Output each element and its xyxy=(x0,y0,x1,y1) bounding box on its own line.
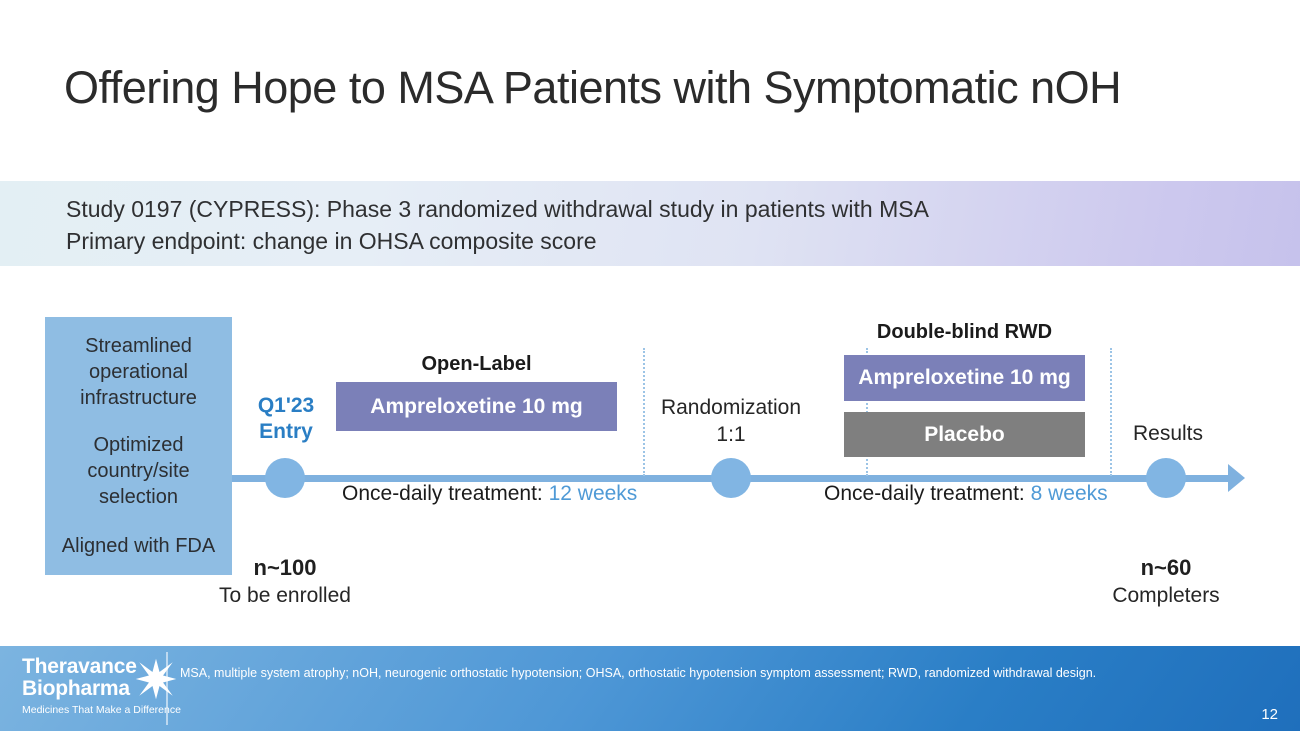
page-number: 12 xyxy=(1261,706,1278,723)
logo-tagline: Medicines That Make a Difference xyxy=(22,704,181,716)
open-label-treatment-bar: Ampreloxetine 10 mg xyxy=(336,382,617,431)
timeline-node-results xyxy=(1146,458,1186,498)
rwd-duration-value: 8 weeks xyxy=(1030,482,1108,505)
subtitle-band: Study 0197 (CYPRESS): Phase 3 randomized… xyxy=(0,181,1300,266)
highlight-streamlined-infrastructure: Streamlined operational infrastructure xyxy=(80,335,197,409)
timeline-node-entry xyxy=(265,458,305,498)
entry-label: Q1'23 Entry xyxy=(240,393,332,445)
logo-line-1: Theravance xyxy=(22,655,137,678)
rwd-duration-prefix: Once-daily treatment: xyxy=(824,482,1031,505)
timeline-node-randomization xyxy=(711,458,751,498)
randomization-label-title: Randomization xyxy=(660,396,802,419)
open-label-duration-text: Once-daily treatment: 12 weeks xyxy=(342,482,637,506)
study-design-diagram: Streamlined operational infrastructure O… xyxy=(0,266,1300,646)
logo-line-2: Biopharma xyxy=(22,677,130,700)
page-title: Offering Hope to MSA Patients with Sympt… xyxy=(64,62,1122,113)
subtitle-line-1: Study 0197 (CYPRESS): Phase 3 randomized… xyxy=(66,196,929,222)
completers-count-block: n~60 Completers xyxy=(1088,554,1244,610)
randomization-ratio: 1:1 xyxy=(716,423,746,446)
highlight-optimized-site-selection: Optimized country/site selection xyxy=(87,434,190,508)
starburst-icon xyxy=(135,658,177,700)
phase-divider-randomization-start xyxy=(643,348,645,476)
completers-count-number: n~60 xyxy=(1140,555,1192,580)
rwd-ampreloxetine-bar: Ampreloxetine 10 mg xyxy=(844,355,1085,401)
enrollment-count-block: n~100 To be enrolled xyxy=(207,554,363,610)
rwd-phase-header: Double-blind RWD xyxy=(876,321,1053,343)
slide-footer: Theravance Biopharma Medicines That Make… xyxy=(0,646,1300,731)
randomization-label: Randomization 1:1 xyxy=(651,394,811,448)
highlight-aligned-with-fda: Aligned with FDA xyxy=(61,535,216,557)
rwd-placebo-bar: Placebo xyxy=(844,412,1085,457)
subtitle-line-2: Primary endpoint: change in OHSA composi… xyxy=(66,228,597,254)
enrollment-count-number: n~100 xyxy=(253,555,317,580)
open-label-phase-header: Open-Label xyxy=(421,353,532,375)
entry-label-word: Entry xyxy=(259,420,313,443)
enrollment-count-caption: To be enrolled xyxy=(219,584,351,607)
rwd-duration-text: Once-daily treatment: 8 weeks xyxy=(824,482,1108,506)
footer-divider xyxy=(166,652,168,725)
timeline-arrow-icon xyxy=(1228,464,1245,492)
entry-label-quarter: Q1'23 xyxy=(257,394,315,417)
open-label-duration-prefix: Once-daily treatment: xyxy=(342,482,549,505)
completers-count-caption: Completers xyxy=(1112,584,1220,607)
footnote-abbreviations: MSA, multiple system atrophy; nOH, neuro… xyxy=(180,666,1097,680)
results-label: Results xyxy=(1132,422,1204,445)
theravance-logo: Theravance Biopharma Medicines That Make… xyxy=(22,655,181,717)
phase-divider-rwd-end xyxy=(1110,348,1112,476)
open-label-duration-value: 12 weeks xyxy=(548,482,638,505)
operational-highlights-panel: Streamlined operational infrastructure O… xyxy=(45,317,232,575)
